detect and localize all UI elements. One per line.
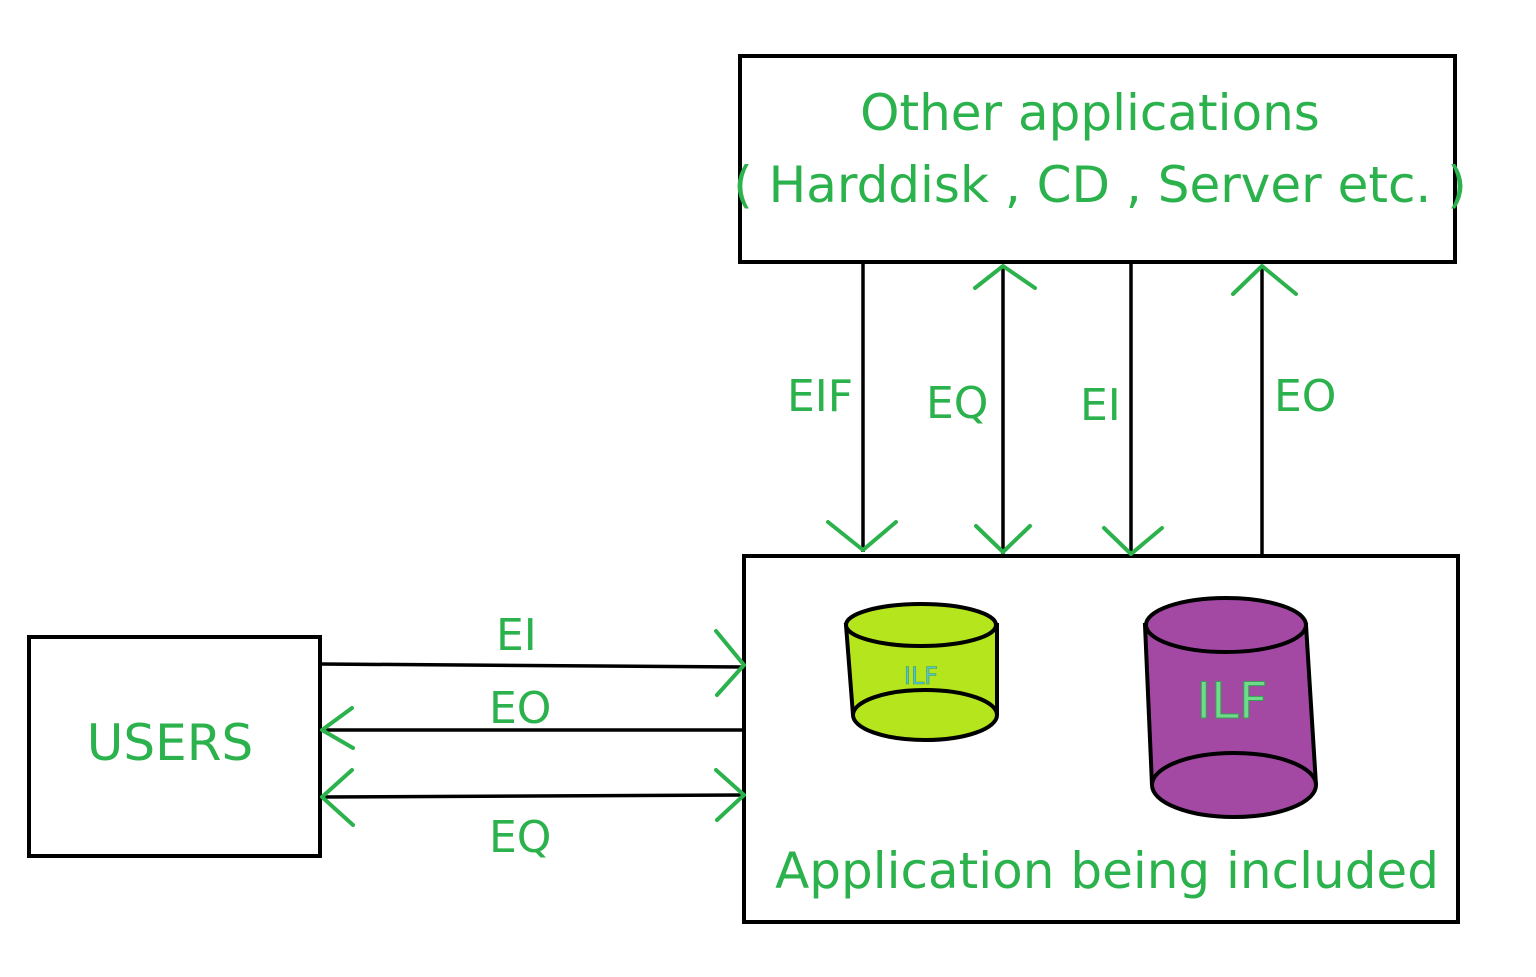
edge-eq-vertical-label: EQ (926, 378, 988, 429)
other-applications-subtitle: ( Harddisk , CD , Server etc. ) (733, 156, 1466, 214)
application-node: Application being included (742, 554, 1460, 924)
edge-ei-horizontal: EI (319, 610, 746, 697)
edge-eq-horizontal-line (319, 793, 745, 799)
ilf-large-body (1142, 623, 1319, 819)
arrowhead-up (1231, 264, 1298, 296)
edge-eq-horizontal-label: EQ (489, 812, 551, 863)
edge-eo-vertical-label: EO (1274, 371, 1336, 422)
other-applications-title: Other applications (860, 84, 1320, 142)
arrowhead-down (974, 524, 1032, 554)
ilf-small-bottom-rim (851, 688, 999, 716)
users-box (27, 635, 322, 858)
ilf-small-top (844, 602, 998, 648)
edge-ei-horizontal-line (319, 662, 745, 669)
ilf-large-cylinder: ILF (1142, 596, 1319, 819)
ilf-large-bottom-rim (1150, 751, 1318, 786)
edge-ei-horizontal-label: EI (496, 610, 537, 661)
application-label: Application being included (775, 842, 1439, 900)
edge-ei-vertical: EI (1080, 262, 1164, 556)
edge-eq-horizontal: EQ (319, 768, 746, 863)
edge-eif-label: EIF (787, 371, 853, 422)
arrowhead-right (714, 629, 746, 697)
edge-ei-vertical-label: EI (1080, 380, 1121, 431)
ilf-large-top (1144, 596, 1308, 654)
arrowhead-left (320, 706, 355, 750)
ilf-large-label: ILF (1196, 672, 1267, 730)
ilf-small-body (843, 623, 999, 742)
edge-eq-vertical: EQ (926, 264, 1037, 554)
edge-eo-horizontal: EO (320, 683, 744, 750)
edge-eo-horizontal-label: EO (489, 683, 551, 734)
arrowhead-down (1102, 526, 1164, 556)
ilf-small-label: ILF (904, 662, 938, 690)
arrowhead-down (826, 520, 898, 552)
other-applications-box (738, 54, 1457, 264)
arrowhead-left (320, 768, 355, 827)
arrowhead-right (714, 768, 746, 822)
edge-eif: EIF (787, 262, 898, 552)
ilf-small-cylinder: ILF (843, 602, 999, 742)
users-label: USERS (87, 714, 253, 772)
edge-eo-vertical: EO (1231, 264, 1336, 558)
arrowhead-up (973, 264, 1037, 290)
other-applications-node: Other applications ( Harddisk , CD , Ser… (733, 54, 1467, 264)
users-node: USERS (27, 635, 322, 858)
